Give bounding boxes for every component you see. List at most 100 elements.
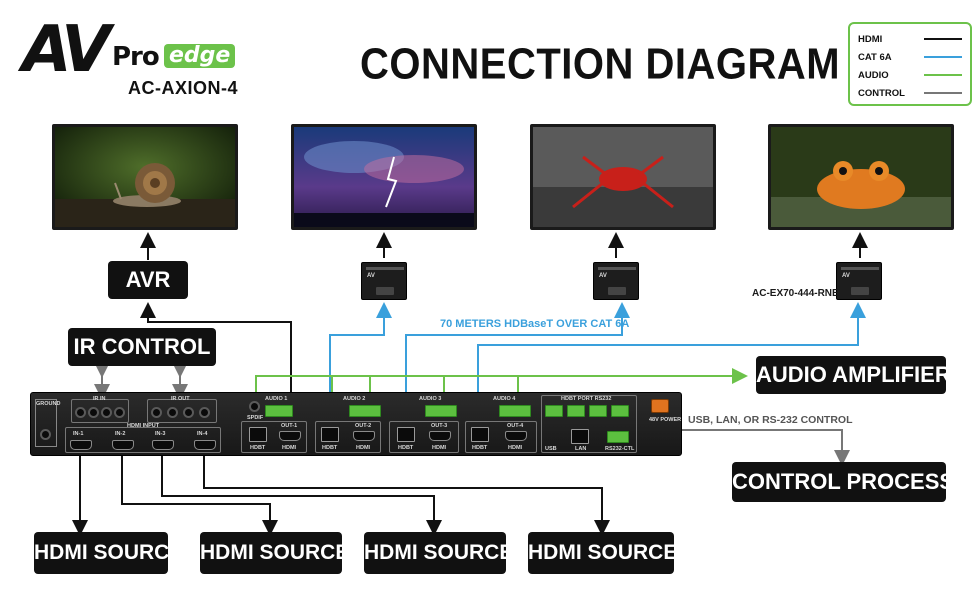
- control-panel: [541, 395, 637, 453]
- source3-line: [161, 456, 442, 536]
- out2-hdmi-port: [353, 431, 375, 441]
- in4-label: IN-4: [197, 431, 208, 437]
- in3-label: IN-3: [155, 431, 166, 437]
- spdif-label: SPDIF: [247, 415, 264, 421]
- rs232-ctl-label: RS232-CTL: [605, 446, 635, 452]
- audio1-phoenix-connector: [265, 405, 293, 417]
- audio4-label: AUDIO 4: [493, 396, 516, 402]
- in1-label: IN-1: [73, 431, 84, 437]
- legend-label: CONTROL: [858, 87, 905, 99]
- ground-label: GROUND: [36, 401, 61, 407]
- hdmi-source-2: HDMI SOURCE: [200, 532, 349, 574]
- out3-hdbt-line: [405, 302, 630, 430]
- legend-line-cat6a: [924, 56, 962, 58]
- hdmi-in-1-port: [70, 440, 92, 450]
- spdif-port: [249, 401, 260, 412]
- source4-line: [203, 456, 610, 536]
- source2-line: [121, 456, 278, 536]
- out4-panel: [465, 421, 537, 453]
- snail-image-icon: [55, 127, 235, 227]
- rs232-ctl-connector: [607, 431, 629, 443]
- out2-hdbt-port: [321, 427, 339, 442]
- out4-hdmi-label: HDMI: [508, 445, 523, 451]
- ir-out-jack-4: [199, 407, 210, 418]
- out3-hdbt-label: HDBT: [398, 445, 414, 451]
- ir-out-jack-3: [183, 407, 194, 418]
- usb-label: USB: [545, 446, 557, 452]
- rs232-hdbt1-connector: [545, 405, 563, 417]
- audio2-phoenix-connector: [349, 405, 381, 417]
- hdmi-input-panel: [65, 427, 221, 453]
- display-frog: [768, 124, 954, 230]
- frog-image-icon: [771, 127, 951, 227]
- legend-row-cat6a: CAT 6A: [858, 48, 962, 66]
- control-line: [682, 429, 850, 466]
- lan-port: [571, 429, 589, 444]
- out4-hdbt-port: [471, 427, 489, 442]
- out4-hdmi-port: [505, 431, 527, 441]
- hdmi-source-4: HDMI SOURCE: [528, 532, 677, 574]
- control-caption: USB, LAN, OR RS-232 CONTROL: [688, 414, 853, 426]
- ir-in-jack-2: [88, 407, 99, 418]
- out1-label: OUT-1: [281, 423, 298, 429]
- legend-line-control: [924, 92, 962, 94]
- legend-label: CAT 6A: [858, 51, 892, 63]
- hdbaset-receiver-3: AV: [593, 262, 639, 300]
- model-number: AC-AXION-4: [128, 78, 239, 98]
- audio3-phoenix-connector: [425, 405, 457, 417]
- out1-hdbt-port: [249, 427, 267, 442]
- out2-hdbt-line: [329, 302, 392, 430]
- legend-line-audio: [924, 74, 962, 76]
- out3-hdmi-port: [429, 431, 451, 441]
- out4-hdbt-line: [477, 302, 866, 430]
- audio-amplifier-box: AUDIO AMPLIFIER: [756, 356, 951, 394]
- hdmi-input-label: HDMI INPUT: [127, 423, 160, 429]
- ir-in-jack-4: [114, 407, 125, 418]
- hdmi-in-4-port: [194, 440, 216, 450]
- brand-logo-pro: Pro: [112, 42, 160, 72]
- rs232-hdbt2-connector: [567, 405, 585, 417]
- out1-hdmi-label: HDMI: [282, 445, 297, 451]
- out3-hdmi-label: HDMI: [432, 445, 447, 451]
- display-storm: [291, 124, 477, 230]
- control-processor-box: CONTROL PROCESSOR: [732, 462, 980, 502]
- ir-out-label: IR OUT: [171, 396, 190, 402]
- out2-hdmi-label: HDMI: [356, 445, 371, 451]
- rs232-hdbt3-connector: [589, 405, 607, 417]
- avr-box: AVR: [108, 261, 188, 299]
- ground-terminal: [35, 399, 57, 447]
- ir-in-label: IR IN: [93, 396, 106, 402]
- hdbaset-caption: 70 METERS HDBaseT OVER CAT 6A: [440, 318, 630, 330]
- in2-label: IN-2: [115, 431, 126, 437]
- power-connector: [651, 399, 669, 413]
- out2-hdbt-label: HDBT: [322, 445, 338, 451]
- legend-row-hdmi: HDMI: [858, 30, 962, 48]
- legend-label: HDMI: [858, 33, 883, 45]
- crab-image-icon: [533, 127, 713, 227]
- hdbaset-receiver-2: AV: [361, 262, 407, 300]
- ir-control-box: IR CONTROL: [68, 328, 216, 366]
- ir-out-jack-2: [167, 407, 178, 418]
- hdbaset-receiver-4: AV: [836, 262, 882, 300]
- ir-in-jack-3: [101, 407, 112, 418]
- audio1-label: AUDIO 1: [265, 396, 288, 402]
- out4-hdbt-label: HDBT: [472, 445, 488, 451]
- brand-logo-edge: edge: [164, 44, 236, 68]
- storm-image-icon: [294, 127, 474, 227]
- audio-bus-line: [255, 368, 748, 392]
- ir-in-jack-1: [75, 407, 86, 418]
- display-snail: [52, 124, 238, 230]
- out4-label: OUT-4: [507, 423, 524, 429]
- rs232-hdbt4-connector: [611, 405, 629, 417]
- hdmi-source-3: HDMI SOURCE: [364, 532, 513, 574]
- hdmi-source-1: HDMI SOURCE: [34, 532, 183, 574]
- audio3-label: AUDIO 3: [419, 396, 442, 402]
- brand-logo-av: AV: [22, 13, 111, 87]
- legend-row-audio: AUDIO: [858, 66, 962, 84]
- diagram-title: CONNECTION DIAGRAM: [360, 40, 841, 89]
- out2-panel: [315, 421, 381, 453]
- power-label: 48V POWER: [649, 417, 682, 423]
- out3-label: OUT-3: [431, 423, 448, 429]
- lan-label: LAN: [575, 446, 587, 452]
